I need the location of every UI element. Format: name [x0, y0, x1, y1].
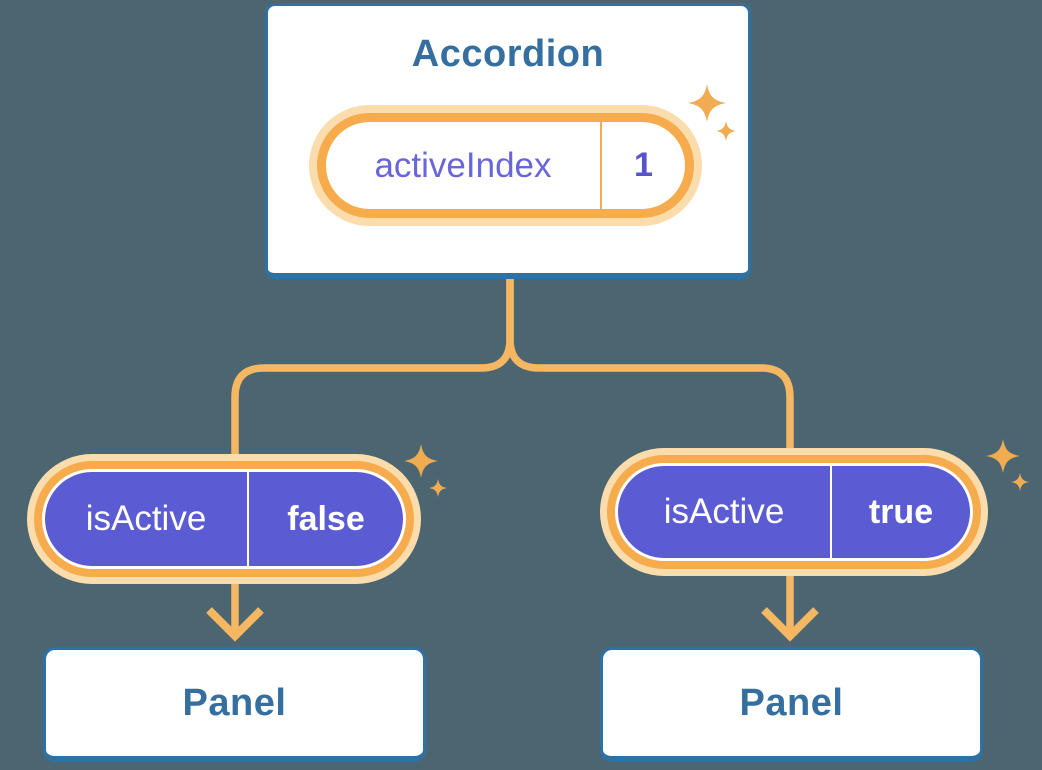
accordion-title: Accordion [411, 33, 605, 75]
panel-left-title: Panel [182, 681, 287, 724]
state-pill: activeIndex 1 [309, 105, 702, 226]
state-pill-divider [600, 122, 602, 209]
state-pill-ring: activeIndex 1 [317, 113, 694, 218]
prop-pill-right-gap: isActive true [615, 463, 973, 561]
prop-pill-left-ring: isActive false [34, 461, 414, 577]
connector-root-to-right [506, 279, 794, 448]
panel-right-title: Panel [739, 681, 844, 724]
prop-pill-right-ring: isActive true [607, 455, 981, 569]
prop-right-name: isActive [663, 492, 785, 531]
panel-node-right: Panel [600, 647, 983, 762]
panel-node-left: Panel [43, 647, 426, 762]
sparkle-icon [986, 439, 1029, 491]
prop-left-value-cell: false [249, 472, 403, 566]
arrow-right-head-icon [761, 607, 819, 642]
state-value: 1 [634, 146, 653, 184]
prop-right-value: true [868, 492, 934, 531]
prop-pill-right-divider [830, 466, 832, 558]
state-value-cell: 1 [602, 122, 685, 209]
prop-left-value: false [287, 499, 365, 538]
prop-pill-right-body: isActive true [618, 466, 970, 558]
prop-pill-left-body: isActive false [45, 472, 403, 566]
prop-pill-right: isActive true [600, 448, 988, 576]
prop-pill-left-divider [247, 472, 249, 566]
state-name: activeIndex [374, 145, 552, 185]
prop-pill-left-gap: isActive false [42, 469, 406, 569]
prop-pill-left: isActive false [27, 454, 421, 584]
state-name-cell: activeIndex [326, 122, 600, 209]
prop-right-value-cell: true [832, 466, 970, 558]
prop-right-name-cell: isActive [618, 466, 830, 558]
connector-root-to-left [231, 279, 514, 454]
prop-left-name-cell: isActive [45, 472, 247, 566]
arrow-left-head-icon [206, 607, 264, 642]
prop-left-name: isActive [85, 499, 207, 538]
state-pill-body: activeIndex 1 [326, 122, 685, 209]
